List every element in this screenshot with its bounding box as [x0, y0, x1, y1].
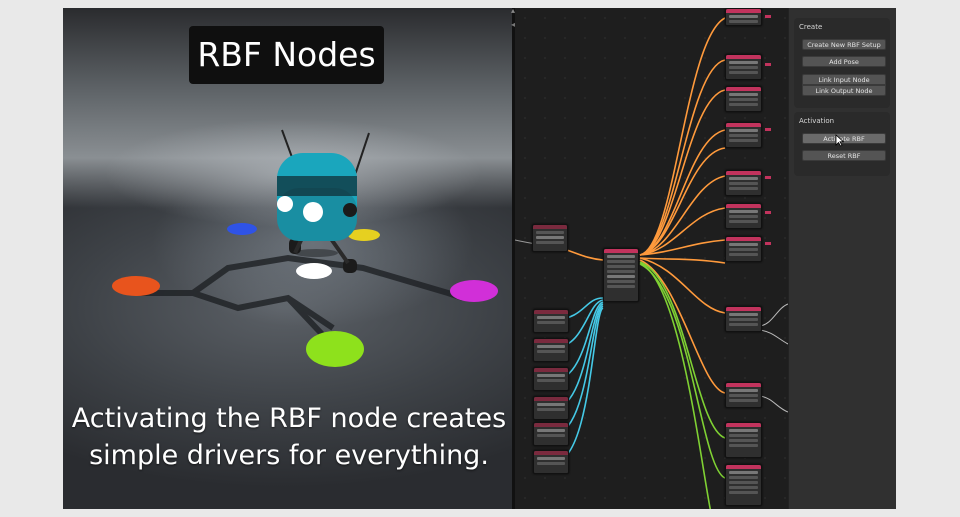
socket-marker [765, 15, 771, 18]
mouse-cursor-icon [835, 134, 844, 147]
pose-marker-blue [227, 223, 257, 235]
output-node[interactable] [725, 170, 762, 196]
pose-marker-green [306, 331, 364, 367]
robot-character [277, 129, 370, 273]
arrow-left-icon: ◂ [511, 20, 516, 29]
activation-panel: Activation Activate RBF Reset RBF [794, 112, 890, 176]
socket-marker [765, 63, 771, 66]
socket-marker [765, 211, 771, 214]
caption-line-1: Activating the RBF node creates [71, 403, 507, 434]
output-node[interactable] [725, 236, 762, 262]
caption-overlay: Activating the RBF node creates simple d… [67, 400, 511, 474]
pose-marker-orange [112, 276, 160, 296]
arrow-up-icon: ▴ [511, 8, 516, 15]
video-frame: RBF Nodes Activating the RBF node create… [63, 8, 896, 509]
output-node[interactable] [725, 382, 762, 408]
output-node[interactable] [725, 306, 762, 332]
output-node[interactable] [725, 422, 762, 458]
sidebar-panel: Create Create New RBF Setup Add Pose Lin… [788, 8, 896, 509]
3d-viewport[interactable]: RBF Nodes Activating the RBF node create… [63, 8, 512, 509]
reset-rbf-button[interactable]: Reset RBF [802, 150, 886, 161]
node-editor[interactable] [515, 8, 788, 509]
output-node[interactable] [725, 122, 762, 148]
create-new-rbf-setup-button[interactable]: Create New RBF Setup [802, 39, 886, 50]
floor-line [192, 290, 335, 331]
add-pose-button[interactable]: Add Pose [802, 56, 886, 67]
output-node[interactable] [725, 8, 762, 26]
title-overlay: RBF Nodes [189, 26, 384, 84]
floor-line [138, 254, 464, 301]
rbf-node[interactable] [603, 248, 639, 302]
activate-rbf-button[interactable]: Activate RBF [802, 133, 886, 144]
pose-node[interactable] [533, 396, 569, 420]
input-node[interactable] [532, 224, 568, 252]
caption-line-2: simple drivers for everything. [89, 440, 489, 471]
pose-node[interactable] [533, 422, 569, 446]
link-output-node-button[interactable]: Link Output Node [802, 85, 886, 96]
output-node[interactable] [725, 203, 762, 229]
output-node[interactable] [725, 464, 762, 506]
scene-illustration [112, 129, 498, 367]
pose-marker-magenta [450, 280, 498, 302]
area-divider[interactable]: ▴ ◂ [511, 8, 516, 509]
pose-node[interactable] [533, 450, 569, 474]
link-input-node-button[interactable]: Link Input Node [802, 74, 886, 85]
socket-marker [765, 128, 771, 131]
pose-marker-white [296, 263, 332, 279]
create-panel: Create Create New RBF Setup Add Pose Lin… [794, 18, 890, 108]
wires-output-gray [759, 303, 788, 413]
activation-header: Activation [799, 117, 835, 125]
wires-output-green [639, 261, 726, 509]
output-node[interactable] [725, 86, 762, 112]
socket-marker [765, 176, 771, 179]
pose-marker-yellow [348, 229, 380, 241]
pose-node[interactable] [533, 309, 569, 333]
socket-marker [765, 242, 771, 245]
wires-output-orange [639, 17, 726, 394]
pose-node[interactable] [533, 338, 569, 362]
create-header: Create [799, 23, 823, 31]
output-node[interactable] [725, 54, 762, 80]
pose-node[interactable] [533, 367, 569, 391]
